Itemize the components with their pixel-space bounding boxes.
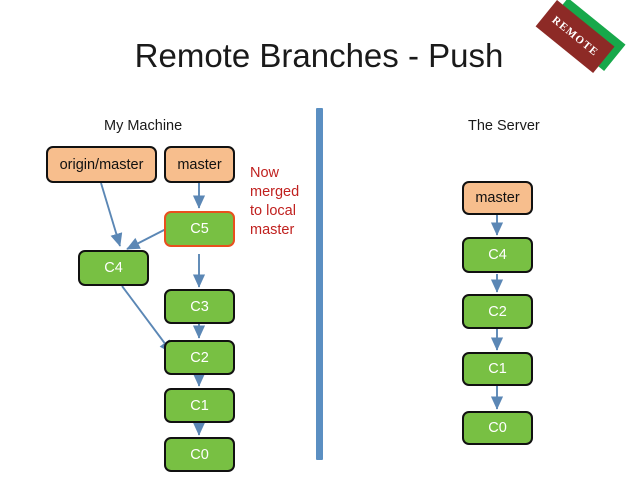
node-server-c1[interactable]: C1	[462, 352, 533, 386]
node-local-master[interactable]: master	[164, 146, 235, 183]
node-local-c2[interactable]: C2	[164, 340, 235, 375]
node-label: C5	[190, 221, 209, 237]
node-label: C2	[488, 303, 507, 320]
node-server-master[interactable]: master	[462, 181, 533, 215]
annotation-line: merged	[250, 184, 300, 200]
node-local-c1[interactable]: C1	[164, 388, 235, 423]
node-local-c5[interactable]: C5	[164, 211, 235, 247]
node-label: C0	[488, 420, 507, 436]
annotation-line: to local	[250, 203, 296, 219]
node-label: C3	[190, 298, 209, 315]
remote-stamp-badge: REMOTE	[535, 0, 636, 73]
node-label: origin/master	[59, 156, 144, 173]
column-divider	[316, 108, 323, 460]
node-label: master	[475, 190, 520, 206]
node-local-c3[interactable]: C3	[164, 289, 235, 324]
arrow-originmaster-to-c4	[100, 182, 123, 247]
annotation-now-merged: Now merged to local master	[250, 164, 308, 240]
column-label-my-machine: My Machine	[104, 118, 183, 134]
node-server-c0[interactable]: C0	[462, 411, 533, 445]
node-label: C1	[488, 361, 507, 377]
node-label: master	[177, 156, 222, 173]
annotation-line: Now	[250, 165, 280, 181]
node-label: C1	[190, 397, 209, 414]
node-local-origin-master[interactable]: origin/master	[46, 146, 157, 183]
node-label: C4	[488, 247, 507, 263]
node-local-c4[interactable]: C4	[78, 250, 149, 286]
arrow-c5-to-c4	[126, 228, 167, 250]
node-label: C2	[190, 349, 209, 366]
node-label: C4	[104, 260, 123, 276]
node-label: C0	[190, 446, 209, 463]
column-label-the-server: The Server	[468, 118, 540, 134]
node-local-c0[interactable]: C0	[164, 437, 235, 472]
node-server-c2[interactable]: C2	[462, 294, 533, 329]
annotation-line: master	[250, 222, 295, 238]
page-title: Remote Branches - Push	[134, 37, 504, 74]
node-server-c4[interactable]: C4	[462, 237, 533, 273]
